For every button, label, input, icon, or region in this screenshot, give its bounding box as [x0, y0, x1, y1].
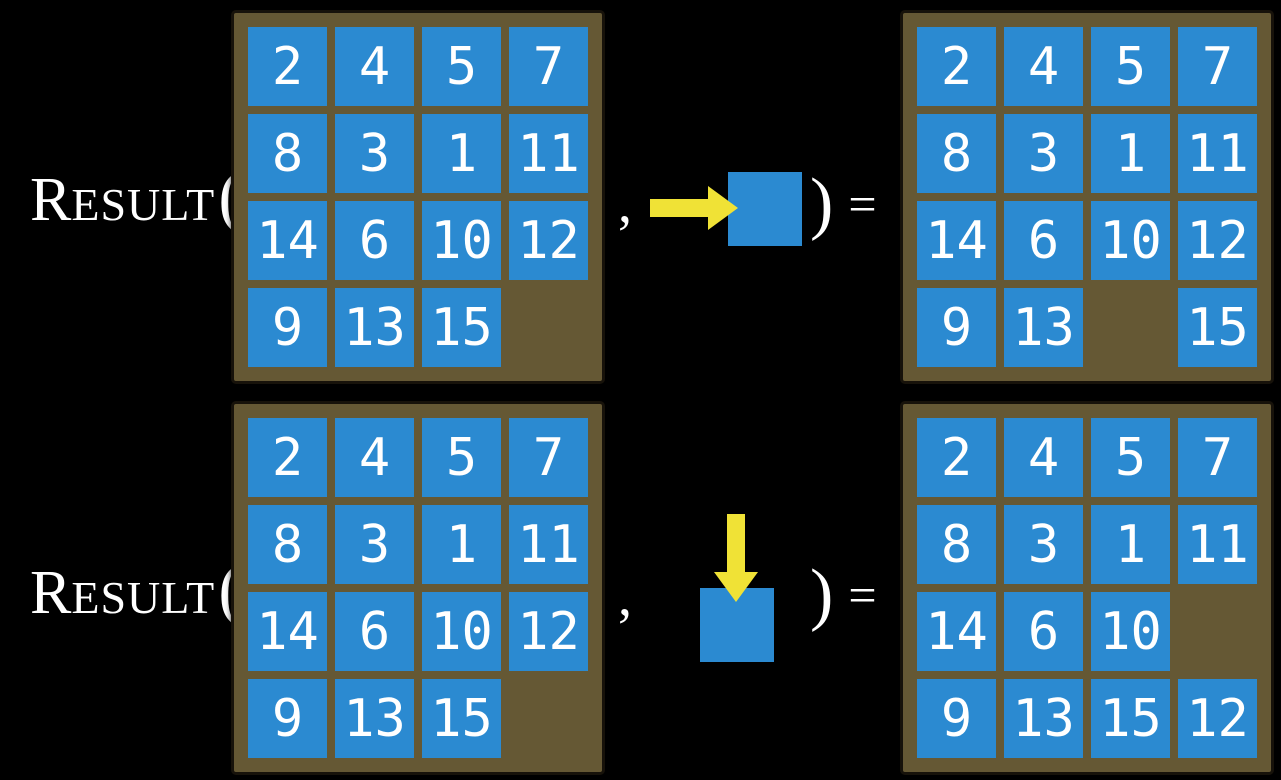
puzzle-tile: 11: [1178, 114, 1257, 193]
puzzle-tile: 4: [1004, 418, 1083, 497]
puzzle-tile: 15: [1091, 679, 1170, 758]
puzzle-tile: 4: [1004, 27, 1083, 106]
down-arrow-icon: [714, 514, 758, 602]
close-paren: ): [810, 165, 834, 242]
puzzle-tile: 14: [248, 201, 327, 280]
function-name-initial: R: [30, 166, 72, 234]
puzzle-tile: 1: [1091, 505, 1170, 584]
puzzle-tile: 1: [422, 114, 501, 193]
puzzle-tile: 3: [335, 114, 414, 193]
puzzle-tile: 10: [1091, 592, 1170, 671]
empty-cell: [1091, 288, 1170, 367]
puzzle-tile: 10: [422, 592, 501, 671]
puzzle-tile: 12: [1178, 679, 1257, 758]
puzzle-tile: 3: [1004, 505, 1083, 584]
puzzle-tile: 6: [335, 592, 414, 671]
close-paren: ): [810, 556, 834, 633]
puzzle-tile: 3: [1004, 114, 1083, 193]
puzzle-tile: 7: [509, 27, 588, 106]
puzzle-tile: 6: [335, 201, 414, 280]
function-name-smallcaps: ESULT: [71, 179, 216, 230]
puzzle-tile: 13: [1004, 288, 1083, 367]
puzzle-tile: 9: [917, 288, 996, 367]
puzzle-tile: 2: [248, 27, 327, 106]
puzzle-tile: 4: [335, 27, 414, 106]
empty-cell: [1178, 592, 1257, 671]
puzzle-tile: 15: [422, 679, 501, 758]
function-name: R ESULT (: [30, 160, 242, 232]
puzzle-tile: 12: [1178, 201, 1257, 280]
puzzle-tile: 2: [248, 418, 327, 497]
puzzle-tile: 10: [422, 201, 501, 280]
puzzle-tile: 9: [248, 679, 327, 758]
tile-icon: [728, 172, 802, 246]
puzzle-tile: 8: [917, 505, 996, 584]
puzzle-tile: 1: [1091, 114, 1170, 193]
puzzle-tile: 1: [422, 505, 501, 584]
empty-cell: [509, 679, 588, 758]
puzzle-tile: 11: [509, 505, 588, 584]
puzzle-tile: 3: [335, 505, 414, 584]
puzzle-tile: 14: [248, 592, 327, 671]
puzzle-tile: 2: [917, 27, 996, 106]
puzzle-tile: 5: [1091, 418, 1170, 497]
puzzle-tile: 5: [422, 418, 501, 497]
puzzle-tile: 4: [335, 418, 414, 497]
puzzle-tile: 9: [248, 288, 327, 367]
puzzle-tile: 6: [1004, 201, 1083, 280]
close-paren-equals: ) =: [810, 555, 877, 635]
puzzle-tile: 11: [509, 114, 588, 193]
puzzle-tile: 8: [248, 505, 327, 584]
function-name: R ESULT (: [30, 553, 242, 625]
puzzle-tile: 9: [917, 679, 996, 758]
puzzle-tile: 15: [422, 288, 501, 367]
close-paren-equals: ) =: [810, 164, 877, 244]
puzzle-tile: 14: [917, 592, 996, 671]
puzzle-tile: 10: [1091, 201, 1170, 280]
right-arrow-icon: [650, 186, 738, 230]
equals-sign: =: [848, 567, 877, 623]
puzzle-tile: 7: [509, 418, 588, 497]
puzzle-tile: 15: [1178, 288, 1257, 367]
comma-separator: ,: [618, 173, 632, 235]
puzzle-tile: 13: [335, 679, 414, 758]
puzzle-tile: 12: [509, 201, 588, 280]
equals-sign: =: [848, 176, 877, 232]
function-name-initial: R: [30, 559, 72, 627]
puzzle-tile: 5: [1091, 27, 1170, 106]
function-name-smallcaps: ESULT: [71, 572, 216, 623]
puzzle-tile: 2: [917, 418, 996, 497]
puzzle-tile: 7: [1178, 418, 1257, 497]
puzzle-tile: 7: [1178, 27, 1257, 106]
puzzle-tile: 13: [335, 288, 414, 367]
puzzle-tile: 6: [1004, 592, 1083, 671]
puzzle-tile: 12: [509, 592, 588, 671]
puzzle-tile: 14: [917, 201, 996, 280]
puzzle-tile: 8: [248, 114, 327, 193]
puzzle-tile: 11: [1178, 505, 1257, 584]
puzzle-tile: 13: [1004, 679, 1083, 758]
puzzle-tile: 8: [917, 114, 996, 193]
empty-cell: [509, 288, 588, 367]
comma-separator: ,: [618, 566, 632, 628]
puzzle-tile: 5: [422, 27, 501, 106]
